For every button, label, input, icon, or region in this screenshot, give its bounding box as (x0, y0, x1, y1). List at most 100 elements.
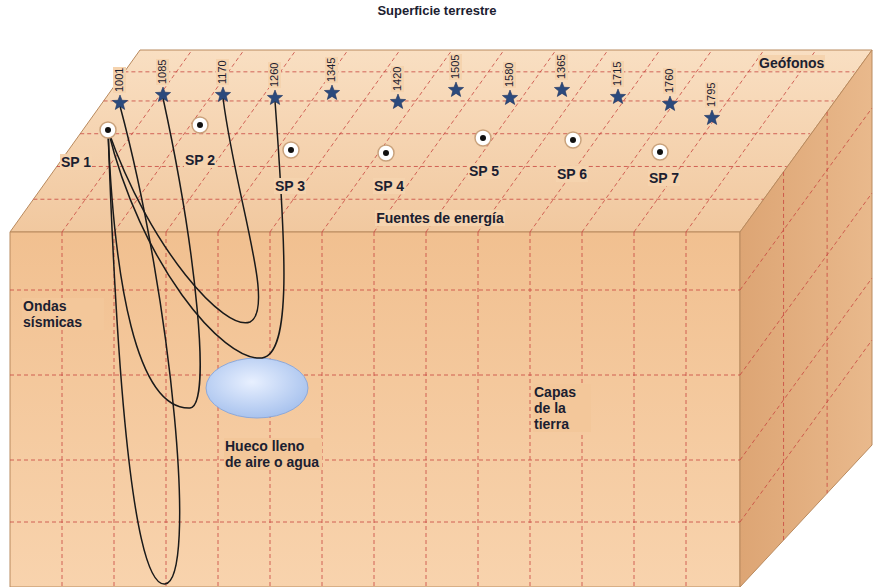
grid-line (322, 50, 452, 232)
energy-source (475, 130, 491, 146)
geophone-number: 1001 (113, 67, 126, 93)
source-ring (192, 117, 208, 133)
source-ring (652, 144, 668, 160)
source-center (570, 137, 576, 143)
geophone-star (155, 87, 170, 101)
grid-line (218, 50, 348, 232)
grid-line (634, 50, 764, 232)
geophone-star (662, 96, 677, 110)
source-ring (565, 132, 581, 148)
grid-line (740, 340, 872, 522)
energy-source (100, 122, 116, 138)
grid-line (740, 193, 872, 375)
grid-line (33, 199, 763, 200)
grid-line (783, 172, 784, 540)
geophone-star (610, 89, 625, 103)
waves-label: Ondas sísmicas (22, 298, 104, 330)
grid-line (166, 50, 296, 232)
grid-line (634, 232, 635, 587)
grid-line (10, 522, 740, 523)
geophone-star (502, 90, 517, 104)
wave-path (108, 98, 200, 408)
geophone-number: 1170 (216, 59, 229, 85)
geophone-number: 1365 (555, 54, 568, 80)
grid-line (426, 50, 556, 232)
source-ring (378, 145, 394, 161)
grid-line (530, 50, 660, 232)
source-center (657, 149, 663, 155)
grid-line (10, 290, 740, 291)
source-label: SP 3 (274, 178, 306, 194)
title: Superficie terrestre (377, 4, 496, 19)
grid-line (62, 232, 63, 587)
geophone-number: 1795 (705, 82, 718, 108)
source-center (105, 127, 111, 133)
geophone-number: 1715 (611, 61, 624, 87)
energy-source (565, 132, 581, 148)
side-face (740, 50, 872, 587)
geophone-star (324, 85, 339, 99)
source-ring (283, 142, 299, 158)
geophone-star (448, 82, 463, 96)
geophone-star (267, 90, 282, 104)
source-ring (100, 122, 116, 138)
grid-line (104, 100, 834, 101)
grid-line (124, 71, 854, 72)
geophone-number: 1345 (325, 57, 338, 83)
source-center (197, 122, 203, 128)
geophone-star (704, 110, 719, 124)
geophone-number: 1260 (268, 62, 281, 88)
grid-line (166, 232, 167, 587)
source-center (480, 135, 486, 141)
energy-source (652, 144, 668, 160)
grid-lines (10, 50, 872, 587)
energy-source (192, 117, 208, 133)
grid-line (57, 166, 787, 167)
geophone-star (215, 87, 230, 101)
geophone-number: 1580 (503, 62, 516, 88)
grid-line (374, 232, 375, 587)
grid-line (686, 232, 687, 587)
grid-line (114, 50, 244, 232)
grid-line (582, 50, 712, 232)
source-label: SP 7 (648, 170, 680, 186)
layers-label: Capas de la tierra (533, 384, 591, 432)
geophone-number: 1505 (449, 54, 462, 80)
wave-path (108, 101, 284, 358)
front-face (10, 232, 740, 587)
grid-line (426, 232, 427, 587)
grid-line (478, 232, 479, 587)
grid-line (374, 50, 504, 232)
wave-path (108, 106, 180, 584)
geophone-star (554, 82, 569, 96)
top-face (10, 50, 872, 232)
source-label: SP 1 (60, 154, 92, 170)
cavity-ellipse (206, 358, 308, 418)
geophone-number: 1085 (156, 59, 169, 85)
grid-line (322, 232, 323, 587)
grid-line (740, 108, 872, 290)
source-ring (475, 130, 491, 146)
geophone-star (112, 95, 127, 109)
grid-line (686, 50, 816, 232)
grid-line (478, 50, 608, 232)
grid-line (530, 232, 531, 587)
source-label: SP 5 (468, 163, 500, 179)
grid-line (270, 50, 400, 232)
energy-source (378, 145, 394, 161)
geophones-label: Geófonos (758, 55, 825, 71)
wave-path (108, 98, 259, 323)
grid-line (10, 375, 740, 376)
grid-line (218, 232, 219, 587)
geophone-number: 1760 (663, 68, 676, 94)
geophone-star (390, 94, 405, 108)
seismic-waves (108, 98, 284, 584)
source-center (383, 150, 389, 156)
grid-line (740, 278, 872, 460)
source-label: SP 6 (556, 166, 588, 182)
grid-line (10, 460, 740, 461)
source-label: SP 2 (184, 152, 216, 168)
grid-line (80, 133, 810, 134)
geophone-number: 1420 (391, 66, 404, 92)
